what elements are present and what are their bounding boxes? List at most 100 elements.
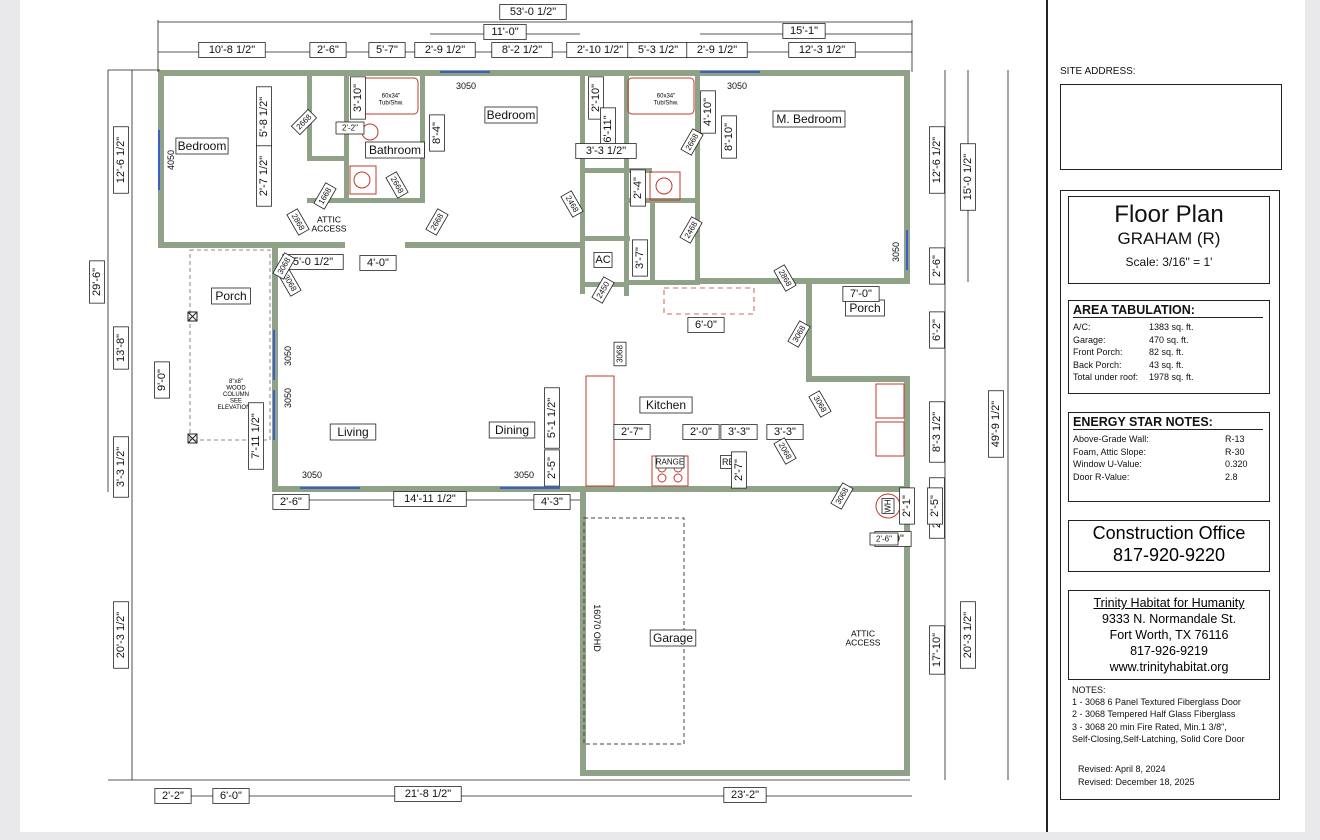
- area-label: Front Porch:: [1073, 347, 1123, 357]
- svg-text:2'-2": 2'-2": [162, 790, 184, 802]
- wall-garage-bottom: [580, 770, 910, 776]
- svg-text:3050: 3050: [302, 470, 322, 480]
- svg-text:Bedroom: Bedroom: [178, 139, 227, 153]
- svg-text:7'-11 1/2": 7'-11 1/2": [250, 413, 262, 459]
- area-tabulation-box: AREA TABULATION: A/C:1383 sq. ft.Garage:…: [1068, 300, 1270, 394]
- svg-text:3050: 3050: [283, 346, 293, 366]
- dimension-label: 2'-5": [927, 487, 943, 525]
- door-tag: 1668: [313, 182, 337, 210]
- window-tag: 3050: [727, 81, 747, 91]
- construction-office-box: Construction Office 817-920-9220: [1068, 520, 1270, 572]
- dimension-label: 14'-11 1/2": [393, 491, 467, 507]
- title-block-frame: [1060, 190, 1280, 800]
- svg-text:14'-11 1/2": 14'-11 1/2": [404, 493, 456, 505]
- kitchen-counter: [585, 375, 615, 487]
- svg-text:20'-3 1/2": 20'-3 1/2": [962, 612, 974, 658]
- dimension-label: 12'-6 1/2": [113, 126, 129, 194]
- dimension-labels: 53'-0 1/2"11'-0"15'-1"10'-8 1/2"2'-6"5'-…: [89, 4, 1004, 804]
- org-website[interactable]: www.trinityhabitat.org: [1109, 660, 1229, 674]
- window-tag: 4050: [166, 150, 176, 170]
- room-label-bedroom_mid: Bedroom: [484, 106, 538, 124]
- door-tag: 2068: [773, 437, 797, 465]
- sink-1: [349, 165, 377, 195]
- wall-int-15: [628, 280, 700, 285]
- svg-text:Tub/Shw.: Tub/Shw.: [379, 100, 404, 106]
- area-value: 82 sq. ft.: [1149, 347, 1184, 357]
- wall-int-10: [695, 76, 700, 284]
- svg-text:2'-6": 2'-6": [317, 44, 339, 56]
- door-tag: 3068: [272, 252, 296, 280]
- svg-text:Kitchen: Kitchen: [646, 398, 686, 412]
- room-label-kitchen: Kitchen: [639, 396, 693, 414]
- svg-text:6'-2": 6'-2": [931, 319, 943, 341]
- svg-text:3050: 3050: [891, 242, 901, 262]
- organization-box: Trinity Habitat for Humanity 9333 N. Nor…: [1068, 590, 1270, 680]
- svg-text:7'-0": 7'-0": [850, 288, 872, 300]
- wall-int-13: [580, 236, 630, 241]
- svg-text:3'-3 1/2": 3'-3 1/2": [115, 447, 127, 487]
- door-tag: 2'-6": [869, 532, 899, 546]
- svg-text:3050: 3050: [283, 388, 293, 408]
- svg-text:2'-2": 2'-2": [342, 124, 358, 133]
- org-address-2: Fort Worth, TX 76116: [1109, 628, 1229, 642]
- svg-text:20'-3 1/2": 20'-3 1/2": [115, 612, 127, 658]
- window-tag: 3050: [514, 470, 534, 480]
- wall-int-12: [650, 198, 655, 280]
- svg-text:3'-3 1/2": 3'-3 1/2": [586, 145, 626, 157]
- room-label-bedroom_left: Bedroom: [175, 137, 229, 155]
- wall-int-5: [420, 76, 425, 202]
- svg-text:3'-3": 3'-3": [774, 426, 796, 438]
- svg-text:ATTIC: ATTIC: [851, 628, 875, 638]
- dimension-label: 3'-3 1/2": [113, 436, 129, 498]
- revised-date-1: Revised: April 8, 2024: [1078, 764, 1166, 774]
- area-row: Total under roof:1978 sq. ft.: [1073, 371, 1269, 384]
- energy-row: Door R-Value:2.8: [1073, 471, 1269, 484]
- wall-int-3: [344, 76, 349, 202]
- dimension-label: 4'-3": [533, 494, 571, 510]
- svg-text:ACCESS: ACCESS: [846, 638, 881, 648]
- svg-text:2'-6": 2'-6": [931, 255, 943, 277]
- dimension-label: 2'-9 1/2": [686, 42, 748, 58]
- org-name: Trinity Habitat for Humanity: [1093, 596, 1245, 610]
- room-label-bathroom: Bathroom: [365, 141, 425, 159]
- svg-text:4050: 4050: [166, 150, 176, 170]
- dimension-label: 13'-8": [113, 326, 129, 370]
- dimension-label: 3'-7": [632, 239, 648, 277]
- dimension-label: 5'-1 1/2": [544, 387, 560, 449]
- dimension-label: 4'-10": [700, 90, 716, 134]
- tub-note-2: 60x34"Tub/Shw.: [654, 94, 679, 107]
- note-labels: ATTICACCESSATTICACCESS8"x8"WOODCOLUMNSEE…: [218, 94, 881, 653]
- dimension-label: 53'-0 1/2": [499, 4, 567, 20]
- svg-text:4'-3": 4'-3": [541, 496, 563, 508]
- wall-garage-left: [580, 486, 586, 776]
- window-tag: 3050: [456, 81, 476, 91]
- svg-text:3050: 3050: [514, 470, 534, 480]
- energy-label: Window U-Value:: [1073, 459, 1142, 469]
- dimension-label: 2'-7 1/2": [256, 145, 272, 207]
- svg-text:8'-4": 8'-4": [431, 122, 443, 144]
- area-value: 470 sq. ft.: [1149, 334, 1189, 345]
- svg-text:2'-0": 2'-0": [690, 426, 712, 438]
- dimension-label: 2'-6": [929, 247, 945, 285]
- title-box: Floor Plan GRAHAM (R) Scale: 3/16" = 1': [1068, 196, 1270, 284]
- dimension-label: 2'-0": [682, 424, 720, 440]
- svg-text:8"x8": 8"x8": [229, 379, 243, 385]
- svg-text:10'-8 1/2": 10'-8 1/2": [209, 44, 255, 56]
- dimension-label: 5'-3 1/2": [627, 42, 689, 58]
- dimension-label: 5'-0 1/2": [282, 254, 344, 270]
- area-header: AREA TABULATION:: [1073, 303, 1263, 318]
- door-tag: 2668: [290, 108, 318, 136]
- dimension-label: 8'-3 1/2": [929, 401, 945, 463]
- wall-int-7: [580, 76, 585, 294]
- room-label-master_bedroom: M. Bedroom: [772, 110, 846, 128]
- svg-text:49'-9 1/2": 49'-9 1/2": [990, 401, 1002, 447]
- window-tag: 3050: [302, 470, 322, 480]
- svg-text:ACCESS: ACCESS: [312, 224, 347, 234]
- wall-int-8: [580, 168, 652, 173]
- wall-left-upper: [158, 70, 164, 248]
- construction-office-phone: 817-920-9220: [1112, 545, 1226, 565]
- wall-int-6: [344, 198, 425, 203]
